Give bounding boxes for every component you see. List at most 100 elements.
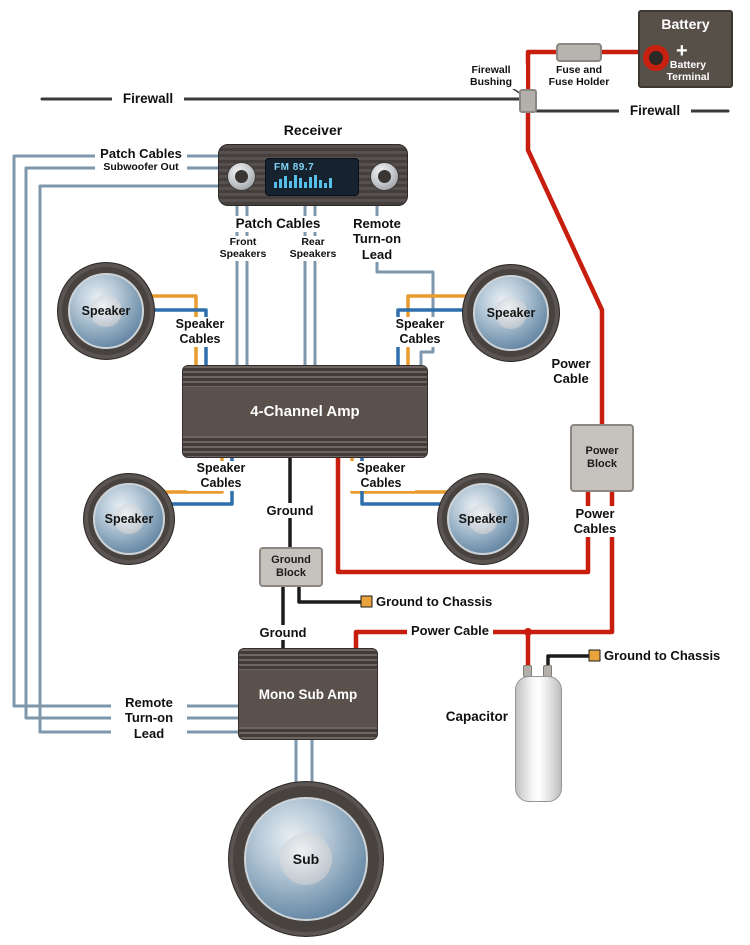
speaker-front-right: Speaker (462, 264, 560, 362)
four-channel-amp-label: 4-Channel Amp (250, 403, 360, 420)
speaker-cables-line1: Speaker (196, 461, 246, 475)
speaker-cables-label-fr: Speaker Cables (386, 317, 454, 347)
remote-line2: Turn-on (352, 231, 402, 247)
speaker-cables-line1: Speaker (395, 317, 445, 331)
remote-line1: Remote (125, 695, 173, 710)
patch-cables-label: Patch Cables (226, 216, 330, 232)
knob-center-icon (235, 170, 248, 183)
power-cable-line2: Cable (553, 371, 589, 387)
fuse-line2: Fuse Holder (548, 76, 610, 89)
spectrum-bars-icon (274, 174, 350, 188)
capacitor (515, 676, 562, 802)
ground-to-chassis-label-top: Ground to Chassis (604, 648, 748, 664)
subwoofer: Sub (228, 781, 384, 937)
rear-line: Rear (301, 236, 325, 248)
battery-title: Battery (661, 16, 710, 32)
wire-speaker-fl-neg (138, 308, 208, 369)
speaker-cables-label-fl: Speaker Cables (166, 317, 234, 347)
battery-terminal-line2: Terminal (666, 70, 710, 83)
battery-terminal-label: Battery Terminal (648, 59, 728, 83)
subwoofer-out-line: Subwoofer Out (103, 161, 179, 174)
ground-block-line2: Block (276, 567, 306, 579)
receiver-display: FM 89.7 (265, 158, 359, 196)
wire-ground-to-chassis-mid (297, 583, 364, 604)
battery: Battery + Battery Terminal (638, 10, 733, 88)
remote-line2: Turn-on (124, 710, 174, 726)
battery-terminal-line1: Battery (669, 58, 707, 71)
battery-terminal-icon (643, 45, 669, 71)
front-speakers-line: Speakers (219, 248, 267, 261)
mono-sub-amp-label: Mono Sub Amp (258, 686, 358, 702)
speaker-cables-line2: Cables (179, 331, 221, 346)
power-cable-line1: Power (551, 356, 591, 371)
chassis-terminal-mid (360, 595, 373, 608)
rear-speakers-label: Rear Speakers (282, 236, 344, 261)
chassis-terminal-top (588, 649, 601, 662)
knob-center-icon (378, 170, 391, 183)
remote-turn-on-label-bottom: Remote Turn-on Lead (111, 695, 187, 741)
firewall-bushing-label: Firewall Bushing (456, 64, 526, 89)
volume-knob-icon (227, 162, 256, 191)
ground-label-top: Ground (260, 503, 320, 519)
receiver: FM 89.7 (218, 144, 408, 206)
speaker-label: Speaker (458, 512, 508, 526)
remote-turn-on-label-top: Remote Turn-on Lead (343, 216, 411, 262)
speaker-dust-cap (113, 503, 145, 535)
firewall-bushing (519, 89, 537, 113)
bushing-line2: Bushing (470, 76, 512, 89)
speaker-label: Speaker (486, 306, 536, 320)
subwoofer-label: Sub (292, 851, 320, 867)
power-cables-label: Power Cables (561, 506, 629, 537)
power-cable-label-right: Power Cable (543, 356, 599, 387)
four-channel-amp: 4-Channel Amp (182, 365, 428, 458)
speaker-cables-line2: Cables (360, 475, 402, 490)
bushing-line1: Firewall (471, 64, 511, 76)
ground-block: Ground Block (259, 547, 323, 587)
speaker-cables-line1: Speaker (175, 317, 225, 331)
plus-icon: + (676, 40, 688, 62)
firewall-label-left: Firewall (112, 91, 184, 107)
patch-cables-subwoofer-label: Patch Cables Subwoofer Out (95, 146, 187, 174)
power-block: Power Block (570, 424, 634, 492)
fuse-holder (556, 43, 602, 62)
remote-line1: Remote (353, 216, 401, 231)
front-line: Front (229, 236, 257, 248)
speaker-dust-cap (279, 832, 333, 886)
remote-line3: Lead (133, 725, 165, 741)
front-speakers-label: Front Speakers (212, 236, 274, 261)
fuse-holder-label: Fuse and Fuse Holder (535, 64, 623, 89)
ground-to-chassis-label-mid: Ground to Chassis (376, 594, 522, 610)
power-block-line1: Power (585, 444, 619, 457)
firewall-label-right: Firewall (619, 103, 691, 119)
speaker-label: Speaker (81, 304, 131, 318)
wire-speaker-fr-neg (396, 308, 477, 369)
power-block-line2: Block (587, 458, 617, 470)
speaker-cables-line2: Cables (399, 331, 441, 346)
capacitor-label: Capacitor (428, 709, 508, 725)
speaker-cables-label-rr: Speaker Cables (347, 461, 415, 491)
fuse-line1: Fuse and (555, 64, 603, 76)
speaker-front-left: Speaker (57, 262, 155, 360)
speaker-label: Speaker (104, 512, 154, 526)
rear-speakers-line: Speakers (289, 248, 337, 261)
speaker-cables-line2: Cables (200, 475, 242, 490)
speaker-dust-cap (494, 296, 528, 330)
power-cables-line1: Power (575, 506, 615, 521)
power-cable-label-mid: Power Cable (407, 623, 493, 639)
remote-line3: Lead (361, 246, 393, 262)
patch-cables-line: Patch Cables (100, 146, 182, 161)
speaker-dust-cap (89, 294, 123, 328)
speaker-rear-right: Speaker (437, 473, 529, 565)
power-cables-line2: Cables (573, 521, 617, 537)
heatsink-fins-bottom (239, 727, 377, 739)
ground-label-bottom: Ground (253, 625, 313, 641)
wire-ground-to-chassis-capacitor (546, 654, 592, 670)
radio-station-readout: FM 89.7 (274, 162, 315, 173)
heatsink-fins-bottom (183, 436, 427, 457)
speaker-cables-label-rl: Speaker Cables (187, 461, 255, 491)
tuner-knob-icon (370, 162, 399, 191)
mono-sub-amp: Mono Sub Amp (238, 648, 378, 740)
speaker-cables-line1: Speaker (356, 461, 406, 475)
speaker-dust-cap (467, 503, 499, 535)
heatsink-fins-top (239, 649, 377, 670)
